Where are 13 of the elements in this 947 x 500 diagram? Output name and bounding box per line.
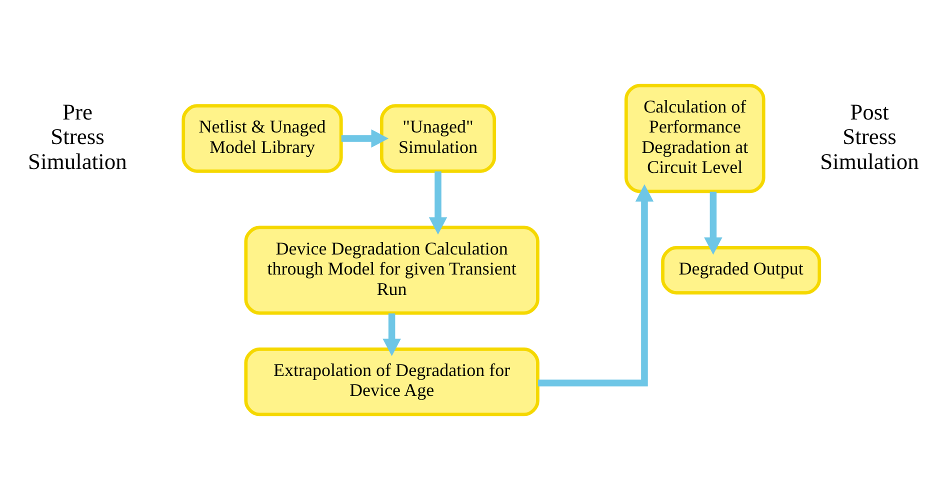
arrow — [704, 192, 722, 255]
node-box: Device Degradation Calculation through Model for given Transient Run — [244, 226, 540, 315]
node-box: Netlist & Unaged Model Library — [182, 104, 343, 173]
node-box: "Unaged" Simulation — [380, 104, 496, 173]
arrow — [341, 129, 389, 148]
label: Post Stress Simulation — [820, 99, 919, 174]
node-box: Calculation of Performance Degradation at Circuit Level — [624, 84, 766, 194]
node-box: Extrapolation of Degradation for Device Age — [244, 347, 540, 416]
node-box: Degraded Output — [661, 246, 822, 294]
label: Pre Stress Simulation — [28, 99, 127, 174]
arrow — [538, 184, 654, 386]
arrow — [382, 313, 401, 356]
arrow — [428, 171, 448, 235]
